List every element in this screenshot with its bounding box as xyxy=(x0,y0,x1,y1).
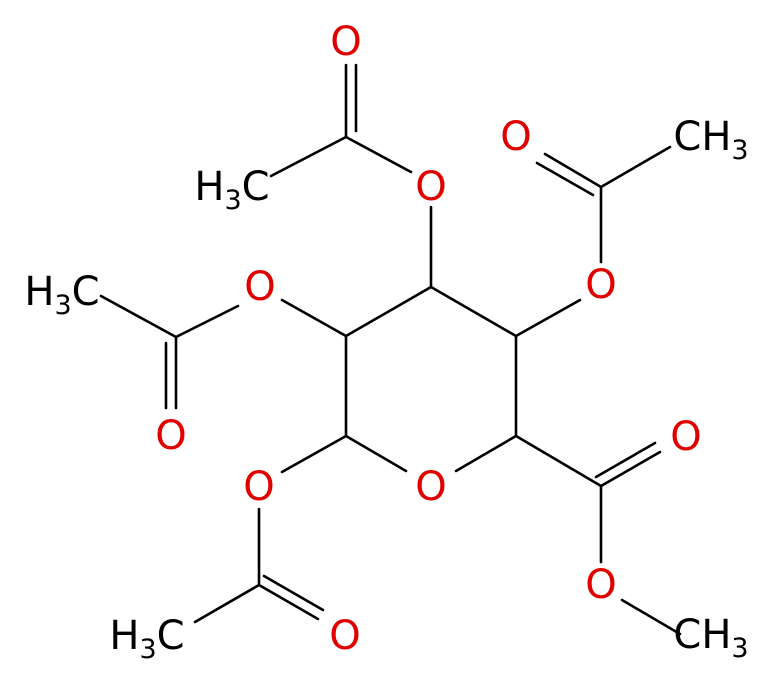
atom-o2_carbonyl: O xyxy=(500,114,531,160)
atom-ch3_2: H3C xyxy=(24,269,99,321)
atom-o4: O xyxy=(243,464,274,510)
bond xyxy=(599,145,672,189)
bond xyxy=(344,285,433,338)
bonds xyxy=(99,63,682,636)
atom-o1_carbonyl: O xyxy=(330,19,361,65)
atom-ester_o: O xyxy=(585,562,616,608)
atom-ch3_3: H3C xyxy=(109,613,184,665)
bond xyxy=(262,574,325,612)
atom-o4_carbonyl: O xyxy=(329,613,360,659)
bond xyxy=(620,598,682,636)
bond xyxy=(269,135,348,178)
bond xyxy=(257,583,320,621)
bond xyxy=(280,298,348,338)
bond xyxy=(535,161,595,197)
atom-o3_carbonyl: O xyxy=(155,413,186,459)
bond xyxy=(344,135,413,174)
atom-o1: O xyxy=(415,164,446,210)
bond xyxy=(174,304,240,339)
bond xyxy=(429,285,518,338)
bond xyxy=(543,152,603,189)
bond xyxy=(599,450,662,488)
bond xyxy=(193,583,261,624)
bond xyxy=(594,441,657,479)
atom-ch3_1: H3C xyxy=(194,164,269,216)
bond xyxy=(514,298,582,338)
atom-o2: O xyxy=(585,262,616,308)
atom-ch3_4: CH3 xyxy=(673,114,748,166)
bond xyxy=(454,434,518,473)
atom-o3: O xyxy=(244,264,275,310)
atom-o_ring: O xyxy=(415,464,446,510)
bond xyxy=(99,294,178,339)
atom-ch3_5: CH3 xyxy=(673,612,748,664)
atom-ester_carbonyl: O xyxy=(670,414,701,460)
bond xyxy=(280,434,348,474)
bond xyxy=(514,434,603,488)
atom-labels: O O O H3C O O H3C O O H3C O O CH3 O O CH… xyxy=(24,19,748,665)
bond xyxy=(344,434,408,473)
